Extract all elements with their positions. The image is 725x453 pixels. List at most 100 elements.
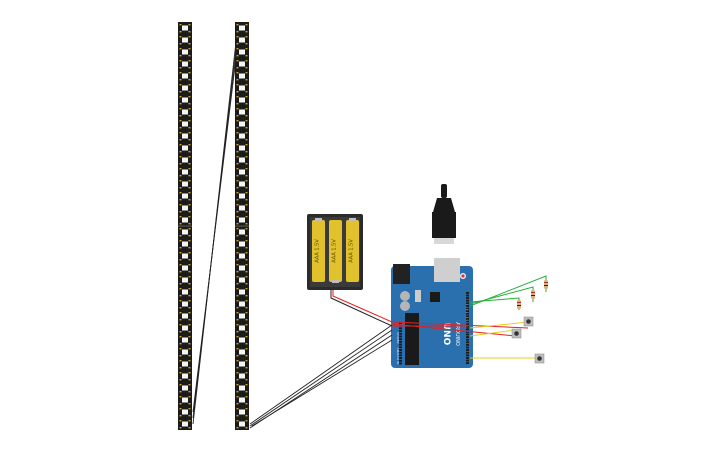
solder-pad	[245, 31, 248, 33]
pin	[399, 330, 402, 332]
solder-pad	[236, 91, 239, 93]
pin	[466, 323, 469, 325]
solder-pad	[179, 156, 182, 158]
led	[182, 205, 188, 211]
solder-pad	[179, 336, 182, 338]
battery-cell-label: AAA 1.5V	[315, 239, 321, 263]
led	[182, 397, 188, 403]
solder-pad	[188, 319, 191, 321]
pin	[466, 341, 469, 344]
solder-pad	[179, 108, 182, 110]
solder-pad	[236, 396, 239, 398]
solder-pad	[179, 372, 182, 374]
solder-pad	[179, 163, 182, 165]
solder-pad	[188, 283, 191, 285]
pin	[466, 349, 469, 351]
pin	[466, 336, 469, 338]
pin	[399, 349, 402, 351]
solder-pad	[179, 72, 182, 74]
pin	[399, 362, 402, 365]
solder-pad	[245, 336, 248, 338]
pin	[399, 357, 402, 359]
led	[239, 169, 245, 175]
solder-pad	[245, 288, 248, 290]
power-header-label: POWER	[396, 332, 400, 343]
solder-pad	[179, 348, 182, 350]
solder-pad	[236, 84, 239, 86]
solder-pad	[188, 391, 191, 393]
led	[239, 361, 245, 367]
solder-pad	[245, 264, 248, 266]
capacitor	[400, 301, 410, 311]
board-brand: ARDUINO	[454, 322, 460, 346]
solder-pad	[188, 91, 191, 93]
led	[182, 193, 188, 199]
solder-pad	[179, 259, 182, 261]
solder-pad	[188, 295, 191, 297]
solder-pad	[179, 300, 182, 302]
solder-pad	[188, 379, 191, 381]
led	[239, 337, 245, 343]
led	[239, 205, 245, 211]
solder-pad	[245, 144, 248, 146]
pin	[466, 318, 469, 320]
solder-pad	[179, 96, 182, 98]
solder-pad	[245, 204, 248, 206]
solder-pad	[245, 180, 248, 182]
battery-cell-label: AAA 1.5V	[332, 239, 338, 263]
solder-pad	[236, 324, 239, 326]
solder-pad	[179, 168, 182, 170]
solder-pad	[236, 156, 239, 158]
led	[182, 145, 188, 151]
solder-pad	[188, 324, 191, 326]
solder-pad	[179, 295, 182, 297]
solder-pad	[245, 343, 248, 345]
led	[182, 421, 188, 427]
solder-pad	[188, 187, 191, 189]
solder-pad	[245, 259, 248, 261]
strip-wires	[192, 41, 393, 429]
solder-pad	[179, 379, 182, 381]
solder-pad	[188, 55, 191, 57]
led	[182, 25, 188, 31]
solder-pad	[236, 103, 239, 105]
solder-pad	[245, 228, 248, 230]
solder-pad	[188, 252, 191, 254]
solder-pad	[236, 271, 239, 273]
arduino-uno-board: UNO ARDUINO DIGITAL (PWM~) POWER ANALOG …	[391, 258, 473, 368]
solder-pad	[245, 24, 248, 26]
solder-pad	[236, 127, 239, 129]
solder-pad	[236, 120, 239, 122]
solder-pad	[236, 264, 239, 266]
push-button	[523, 316, 534, 327]
solder-pad	[188, 259, 191, 261]
solder-pad	[179, 204, 182, 206]
solder-pad	[179, 192, 182, 194]
solder-pad	[245, 252, 248, 254]
led	[239, 145, 245, 151]
solder-pad	[245, 235, 248, 237]
solder-pad	[236, 180, 239, 182]
solder-pad	[236, 144, 239, 146]
solder-pad	[188, 180, 191, 182]
solder-pad	[188, 348, 191, 350]
solder-pad	[188, 175, 191, 177]
solder-pad	[188, 144, 191, 146]
led	[239, 37, 245, 43]
solder-pad	[188, 24, 191, 26]
solder-pad	[188, 403, 191, 405]
solder-pad	[236, 312, 239, 314]
battery-cell: AAA 1.5V	[329, 220, 342, 283]
solder-pad	[245, 312, 248, 314]
solder-pad	[236, 319, 239, 321]
usb-plug-body	[432, 212, 456, 238]
solder-pad	[179, 31, 182, 33]
solder-pad	[179, 276, 182, 278]
wire-yellow	[469, 321, 529, 329]
pin	[466, 338, 469, 341]
solder-pad	[179, 343, 182, 345]
solder-pad	[245, 391, 248, 393]
solder-pad	[179, 79, 182, 81]
pin	[466, 346, 469, 349]
